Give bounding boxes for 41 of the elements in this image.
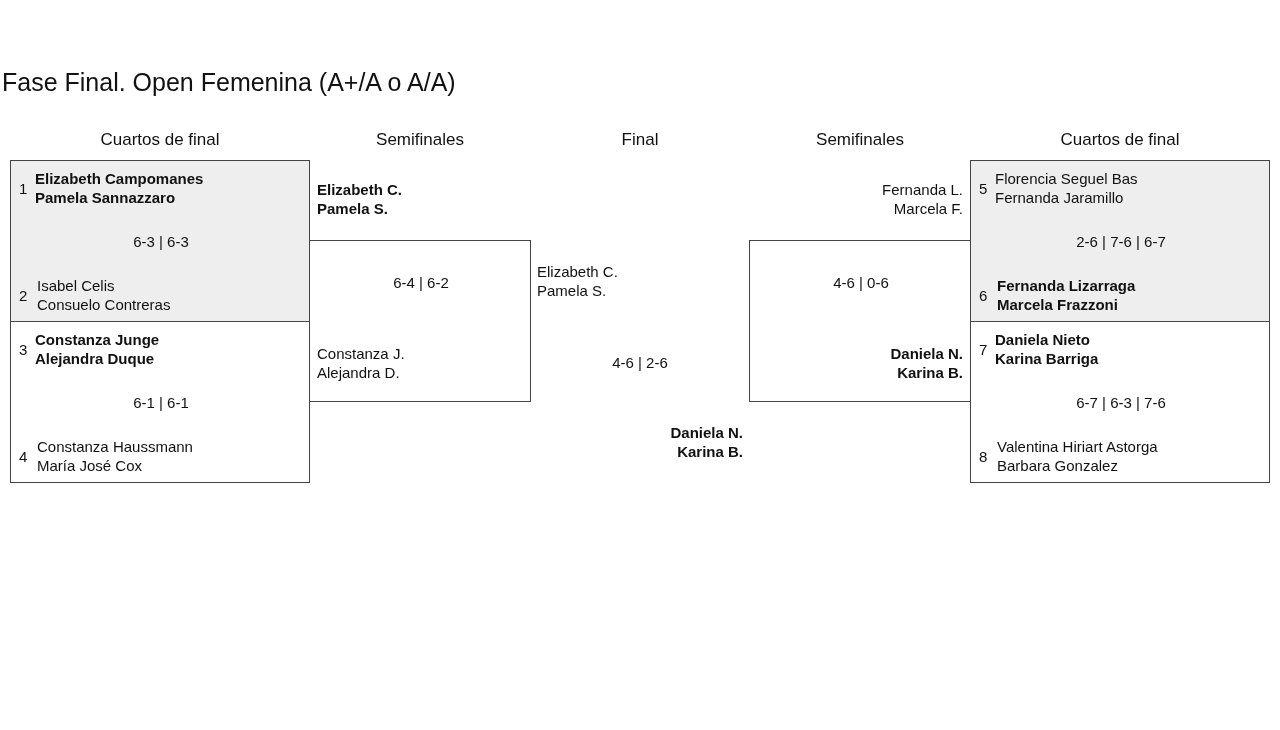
match-score: 6-1 | 6-1 (133, 393, 189, 412)
player-names: Valentina Hiriart Astorga Barbara Gonzalez (997, 437, 1158, 475)
match-score: 6-3 | 6-3 (133, 232, 189, 251)
seed-number: 2 (19, 286, 28, 305)
seed-number: 8 (979, 447, 988, 466)
column-heading: Final (621, 129, 659, 150)
match-box (309, 240, 531, 402)
player-names: Daniela Nieto Karina Barriga (995, 330, 1099, 368)
column-heading: Semifinales (376, 129, 464, 150)
column-heading: Cuartos de final (100, 129, 220, 150)
player-names: Constanza Junge Alejandra Duque (35, 330, 160, 368)
player-names: Constanza Haussmann María José Cox (37, 437, 193, 475)
match-score: 6-4 | 6-2 (393, 273, 449, 292)
match-box (970, 160, 1270, 322)
player-names: Daniela N. Karina B. (890, 344, 963, 382)
player-names: Daniela N. Karina B. (670, 423, 743, 461)
player-names: Constanza J. Alejandra D. (317, 344, 405, 382)
seed-number: 4 (19, 447, 28, 466)
player-names: Elizabeth Campomanes Pamela Sannazzaro (35, 169, 204, 207)
column-heading: Cuartos de final (1060, 129, 1180, 150)
player-names: Fernanda Lizarraga Marcela Frazzoni (997, 276, 1136, 314)
match-score: 4-6 | 0-6 (833, 273, 889, 292)
match-score: 4-6 | 2-6 (612, 353, 668, 372)
player-names: Elizabeth C. Pamela S. (317, 180, 402, 218)
title: Fase Final. Open Femenina (A+/A o A/A) (2, 68, 456, 97)
player-names: Isabel Celis Consuelo Contreras (37, 276, 171, 314)
seed-number: 5 (979, 179, 988, 198)
column-heading: Semifinales (816, 129, 904, 150)
player-names: Elizabeth C. Pamela S. (537, 262, 618, 300)
match-box (970, 321, 1270, 483)
match-box (10, 160, 310, 322)
match-score: 2-6 | 7-6 | 6-7 (1076, 232, 1166, 251)
match-score: 6-7 | 6-3 | 7-6 (1076, 393, 1166, 412)
match-box (10, 321, 310, 483)
match-box (749, 240, 971, 402)
player-names: Florencia Seguel Bas Fernanda Jaramillo (995, 169, 1138, 207)
seed-number: 7 (979, 340, 988, 359)
player-names: Fernanda L. Marcela F. (882, 180, 963, 218)
seed-number: 3 (19, 340, 28, 359)
seed-number: 6 (979, 286, 988, 305)
seed-number: 1 (19, 179, 28, 198)
